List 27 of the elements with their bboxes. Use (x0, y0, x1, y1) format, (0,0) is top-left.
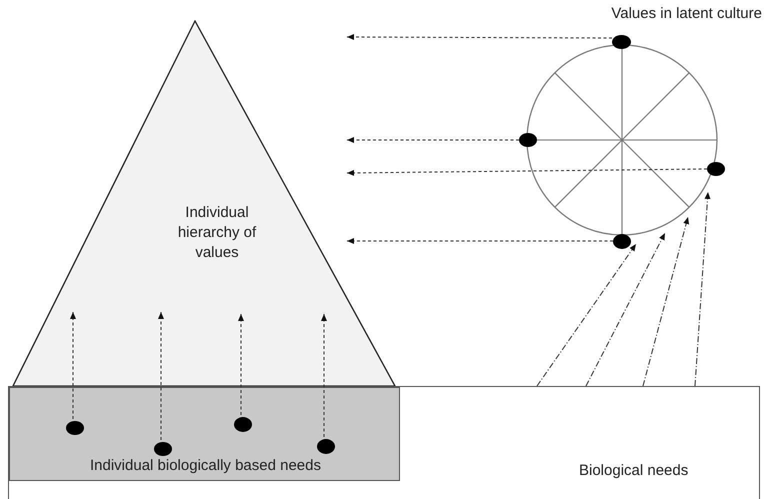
circle-title: Values in latent culture (610, 4, 762, 24)
dot (234, 417, 252, 432)
shaded-box (9, 387, 400, 481)
arrow (536, 244, 636, 386)
arrow (158, 312, 164, 440)
dot (154, 442, 172, 456)
box-label: Biological needs (579, 461, 690, 481)
arrow (321, 314, 327, 438)
arrow (586, 232, 666, 386)
dot (519, 133, 537, 147)
arrow (346, 238, 614, 244)
base-box (8, 386, 760, 499)
arrow (642, 216, 690, 386)
arrow (346, 34, 612, 40)
arrow (70, 312, 76, 420)
arrow (346, 137, 520, 143)
dot (707, 162, 725, 176)
arrow (694, 192, 711, 386)
arrow (238, 314, 244, 416)
triangle-shape (12, 20, 396, 386)
dot (66, 421, 84, 435)
dot (613, 234, 631, 249)
dot (612, 35, 631, 49)
dot (317, 439, 335, 454)
arrow (346, 168, 708, 176)
box-label: Individual hierarchy of values (177, 203, 257, 263)
box-label: Individual biologically based needs (89, 456, 322, 476)
